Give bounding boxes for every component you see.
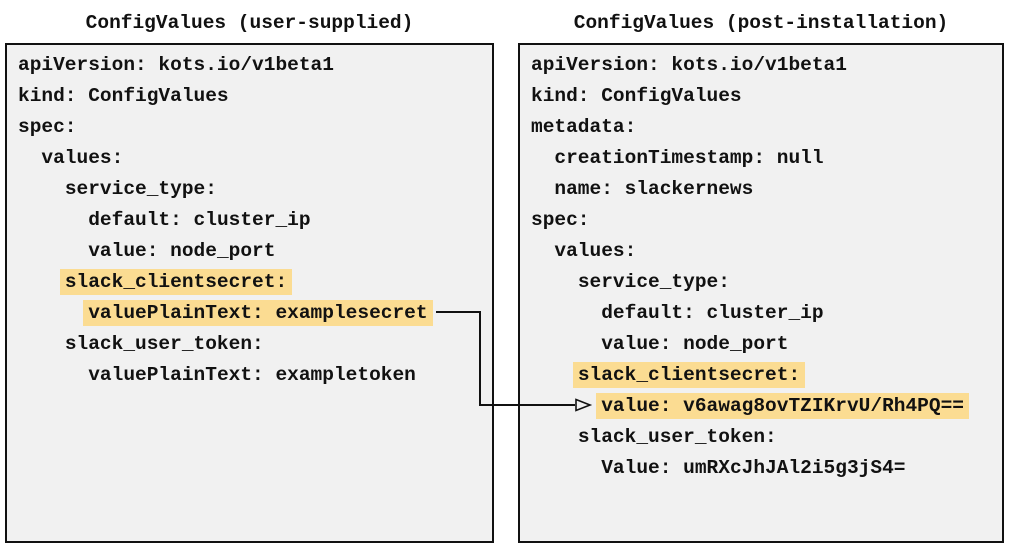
yaml-line: default: cluster_ip xyxy=(531,298,1002,329)
yaml-text: spec: xyxy=(18,116,77,138)
yaml-text: service_type: xyxy=(64,178,217,200)
yaml-line: slack_clientsecret: xyxy=(18,267,492,298)
yaml-line: valuePlainText: examplesecret xyxy=(18,298,492,329)
yaml-text: value: node_port xyxy=(88,240,276,262)
yaml-line: kind: ConfigValues xyxy=(531,81,1002,112)
yaml-text: kind: ConfigValues xyxy=(18,85,229,107)
yaml-text: Value: umRXcJhJAl2i5g3jS4= xyxy=(601,457,906,479)
yaml-text: kind: ConfigValues xyxy=(531,85,742,107)
yaml-indent xyxy=(531,457,601,479)
yaml-text-highlighted: slack_clientsecret: xyxy=(572,362,806,388)
yaml-indent xyxy=(18,147,41,169)
yaml-line: slack_user_token: xyxy=(531,422,1002,453)
yaml-indent xyxy=(531,333,601,355)
yaml-text-highlighted: slack_clientsecret: xyxy=(59,269,293,295)
yaml-indent xyxy=(18,364,88,386)
yaml-indent xyxy=(531,426,578,448)
yaml-indent xyxy=(18,271,65,293)
yaml-indent xyxy=(18,240,88,262)
yaml-text: default: cluster_ip xyxy=(601,302,824,324)
yaml-indent xyxy=(18,333,65,355)
yaml-text: value: node_port xyxy=(601,333,789,355)
yaml-line: kind: ConfigValues xyxy=(18,81,492,112)
yaml-text: apiVersion: kots.io/v1beta1 xyxy=(18,54,334,76)
yaml-text: spec: xyxy=(531,209,590,231)
yaml-text: valuePlainText: exampletoken xyxy=(88,364,416,386)
yaml-text: values: xyxy=(554,240,637,262)
panel-title-user-supplied: ConfigValues (user-supplied) xyxy=(85,12,414,34)
yaml-line: name: slackernews xyxy=(531,174,1002,205)
yaml-line: value: v6awag8ovTZIKrvU/Rh4PQ== xyxy=(531,391,1002,422)
yaml-line: default: cluster_ip xyxy=(18,205,492,236)
yaml-indent xyxy=(531,364,578,386)
yaml-text: name: slackernews xyxy=(554,178,754,200)
yaml-text: default: cluster_ip xyxy=(88,209,311,231)
yaml-line: value: node_port xyxy=(531,329,1002,360)
yaml-line: spec: xyxy=(531,205,1002,236)
yaml-panel-user-supplied: apiVersion: kots.io/v1beta1 kind: ConfigV… xyxy=(5,43,494,543)
yaml-line: Value: umRXcJhJAl2i5g3jS4= xyxy=(531,453,1002,484)
yaml-line: values: xyxy=(18,143,492,174)
yaml-indent xyxy=(18,302,88,324)
yaml-line: value: node_port xyxy=(18,236,492,267)
yaml-line: service_type: xyxy=(531,267,1002,298)
yaml-text-highlighted: value: v6awag8ovTZIKrvU/Rh4PQ== xyxy=(596,393,969,419)
panel-title-post-installation: ConfigValues (post-installation) xyxy=(573,12,949,34)
yaml-text: creationTimestamp: null xyxy=(554,147,824,169)
yaml-line: apiVersion: kots.io/v1beta1 xyxy=(18,50,492,81)
yaml-line: values: xyxy=(531,236,1002,267)
yaml-indent xyxy=(18,178,65,200)
yaml-text: slack_user_token: xyxy=(577,426,777,448)
yaml-panel-post-installation: apiVersion: kots.io/v1beta1 kind: ConfigV… xyxy=(518,43,1004,543)
yaml-text-highlighted: valuePlainText: examplesecret xyxy=(83,300,433,326)
yaml-text: service_type: xyxy=(577,271,730,293)
yaml-indent xyxy=(531,178,554,200)
yaml-indent xyxy=(531,302,601,324)
yaml-indent xyxy=(531,395,601,417)
yaml-indent xyxy=(531,240,554,262)
yaml-text: apiVersion: kots.io/v1beta1 xyxy=(531,54,847,76)
yaml-indent xyxy=(531,147,554,169)
yaml-line: valuePlainText: exampletoken xyxy=(18,360,492,391)
yaml-text: metadata: xyxy=(531,116,637,138)
yaml-line: spec: xyxy=(18,112,492,143)
yaml-line: creationTimestamp: null xyxy=(531,143,1002,174)
yaml-line: service_type: xyxy=(18,174,492,205)
yaml-line: metadata: xyxy=(531,112,1002,143)
yaml-indent xyxy=(18,209,88,231)
yaml-indent xyxy=(531,271,578,293)
yaml-text: values: xyxy=(41,147,124,169)
yaml-line: slack_user_token: xyxy=(18,329,492,360)
yaml-text: slack_user_token: xyxy=(64,333,264,355)
yaml-line: slack_clientsecret: xyxy=(531,360,1002,391)
yaml-line: apiVersion: kots.io/v1beta1 xyxy=(531,50,1002,81)
